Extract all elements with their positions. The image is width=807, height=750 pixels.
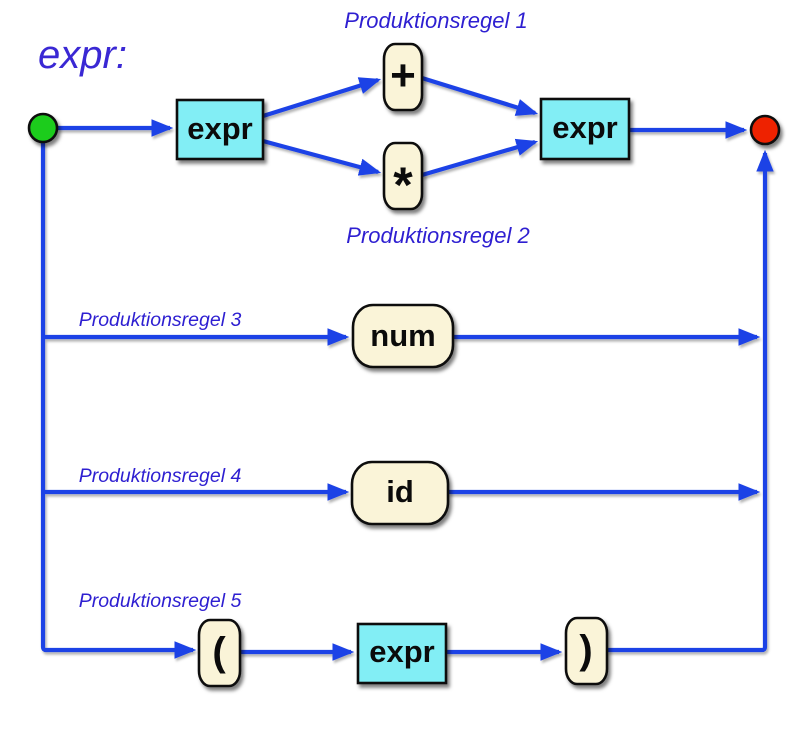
- nonterminal-expr-right-box: [539, 97, 631, 161]
- terminal-rparen-box: [564, 616, 609, 686]
- start-node: [27, 112, 59, 144]
- terminal-num-box: [351, 303, 455, 369]
- terminal-rparen-label: ): [579, 628, 592, 672]
- rule4-label: Produktionsregel 4: [79, 465, 242, 487]
- terminal-num-label: num: [370, 318, 435, 353]
- right-rail: [607, 149, 774, 653]
- terminal-plus-label: +: [390, 51, 416, 100]
- end-node: [749, 114, 781, 146]
- terminal-star-box: [382, 141, 424, 211]
- nonterminal-expr-right-label: expr: [552, 110, 617, 145]
- rule3-label: Produktionsregel 3: [79, 309, 242, 331]
- terminal-id-label: id: [386, 474, 414, 509]
- connector-plus-to-expr: [421, 75, 539, 116]
- connector-expr-to-star: [262, 138, 382, 176]
- nonterminal-expr-inner-box: [356, 622, 448, 685]
- connector-star-to-expr: [421, 138, 539, 178]
- connector-lines: [40, 75, 774, 661]
- terminal-plus-box: [382, 42, 424, 112]
- left-rail: [40, 142, 197, 659]
- terminal-star-label: *: [393, 157, 413, 213]
- diagram-nodes: [27, 42, 781, 688]
- nonterminal-expr-left-label: expr: [187, 111, 252, 146]
- nonterminal-expr-left-box: [175, 98, 265, 161]
- terminal-id-box: [350, 460, 450, 526]
- terminal-lparen-label: (: [212, 630, 226, 674]
- rule2-label: Produktionsregel 2: [346, 223, 529, 248]
- diagram-title: expr:: [38, 33, 127, 77]
- nonterminal-expr-inner-label: expr: [369, 634, 434, 669]
- terminal-lparen-box: [197, 618, 242, 688]
- rule5-label: Produktionsregel 5: [79, 590, 242, 612]
- rule1-label: Produktionsregel 1: [344, 8, 527, 33]
- connector-expr-to-plus: [262, 77, 382, 119]
